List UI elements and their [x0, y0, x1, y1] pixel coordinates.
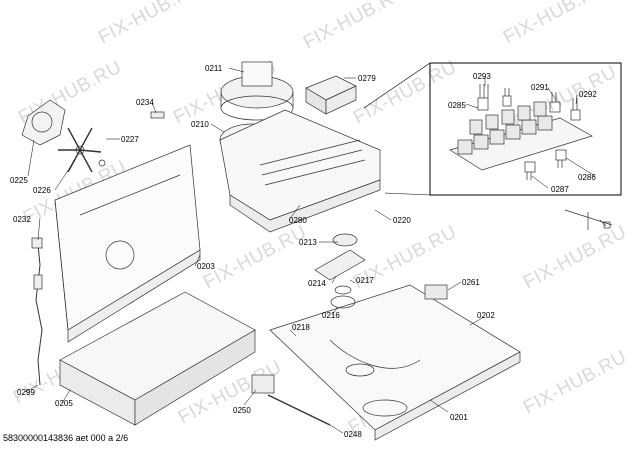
part-number-label: 0213 — [299, 238, 317, 247]
part-number-label: 0202 — [477, 311, 495, 320]
part-number-label: 0218 — [292, 323, 310, 332]
part-number-label: 0248 — [344, 430, 362, 439]
part-number-label: 0217 — [356, 276, 374, 285]
part-number-label: 0292 — [579, 90, 597, 99]
relay-module — [305, 75, 357, 115]
part-number-label: 0261 — [462, 278, 480, 287]
fan-housing — [219, 109, 381, 233]
part-number-label: 0280 — [289, 216, 307, 225]
part-number-label: 0250 — [233, 406, 251, 415]
part-number-label: 0214 — [308, 279, 326, 288]
part-number-label: 0293 — [473, 72, 491, 81]
guide-rail — [251, 374, 331, 426]
part-number-label: 0203 — [197, 262, 215, 271]
back-panel — [54, 144, 201, 343]
wire-harness — [31, 237, 43, 386]
part-number-label: 0220 — [393, 216, 411, 225]
part-number-label: 0232 — [13, 215, 31, 224]
convection-fan-parts — [21, 99, 106, 173]
bottom-tray — [59, 291, 256, 426]
turntable-motor — [314, 233, 366, 309]
part-number-label: 0279 — [358, 74, 376, 83]
fan-motor — [220, 61, 294, 121]
part-number-label: 0299 — [17, 388, 35, 397]
part-number-label: 0227 — [121, 135, 139, 144]
part-number-label: 0287 — [551, 185, 569, 194]
part-number-label: 0226 — [33, 186, 51, 195]
relay-board-inset — [363, 62, 622, 230]
part-number-label: 0234 — [136, 98, 154, 107]
part-number-label: 0291 — [531, 83, 549, 92]
document-footer: 58300000143836 aet 000 a 2/6 — [3, 433, 129, 443]
part-number-label: 0210 — [191, 120, 209, 129]
leader-lines — [24, 67, 596, 434]
part-number-label: 0201 — [450, 413, 468, 422]
base-plate — [269, 284, 521, 441]
part-number-label: 0285 — [448, 101, 466, 110]
part-number-label: 0286 — [578, 173, 596, 182]
part-number-label: 0225 — [10, 176, 28, 185]
part-number-label: 0205 — [55, 399, 73, 408]
part-number-label: 0211 — [205, 64, 223, 73]
part-number-label: 0216 — [322, 311, 340, 320]
